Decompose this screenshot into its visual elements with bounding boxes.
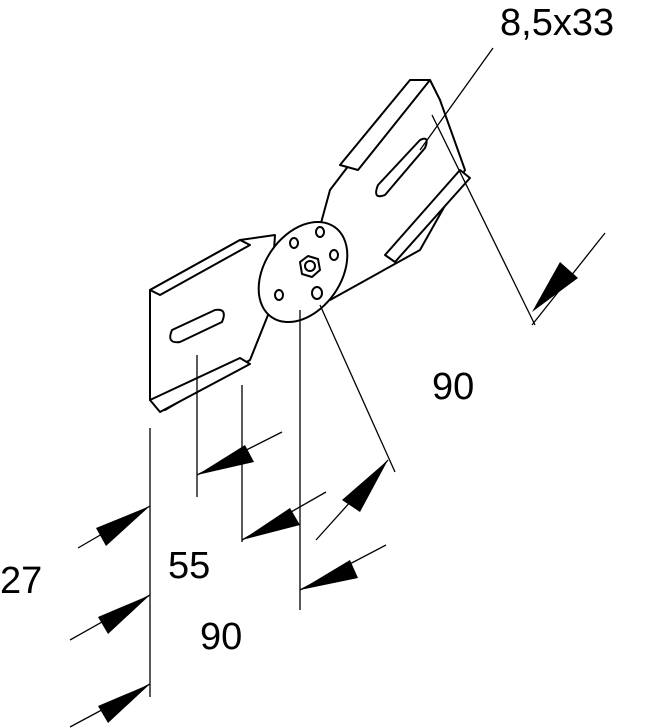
dim-height-label: 27 [0,560,43,602]
left-arm [149,234,276,413]
dim-offset-label: 55 [168,545,211,587]
slot-left [169,308,225,344]
hole-size-label: 8,5x33 [500,2,615,44]
slot-right [375,137,428,198]
dim-width-bottom-label: 90 [200,616,243,658]
dim-width-right-label: 90 [432,366,475,408]
pivot-plate [257,220,349,324]
